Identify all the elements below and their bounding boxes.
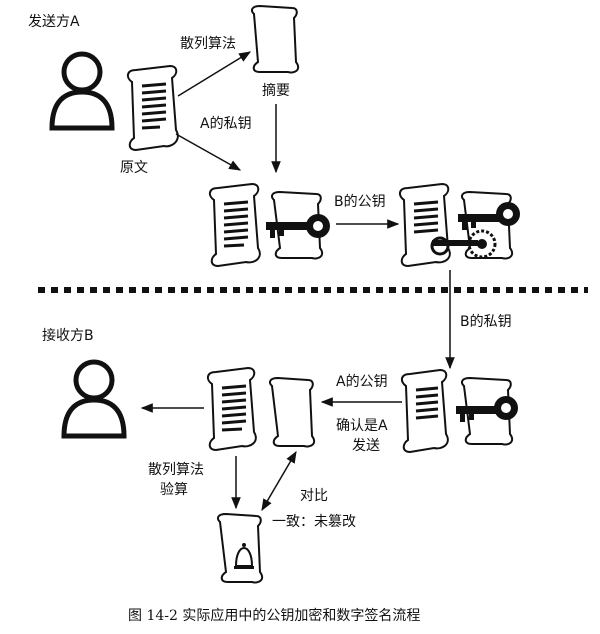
original-document-icon (126, 64, 179, 152)
original-label: 原文 (120, 160, 148, 176)
a-private-key-label: A的私钥 (200, 116, 252, 132)
digest-label: 摘要 (262, 82, 290, 99)
compare-arrow (261, 450, 297, 512)
padlock-icon (430, 229, 497, 259)
a-public-key-icon (456, 396, 518, 422)
hash-arrow (177, 51, 252, 97)
bell-icon (234, 543, 254, 569)
hash-top-label: 散列算法 (180, 36, 236, 52)
compare-label-line1: 对比 (300, 488, 328, 504)
confirm-label-line2: 发送 (352, 438, 380, 454)
original-to-bundle-arrow (175, 133, 242, 171)
receiver-label: 接收方B (42, 327, 94, 344)
sender-label: 发送方A (28, 14, 80, 30)
figure-caption: 图 14-2 实际应用中的公钥加密和数字签名流程 (128, 607, 420, 624)
a-public-key-label: A的公钥 (336, 374, 388, 390)
b-public-key-icon (458, 202, 520, 230)
compare-label-line2: 一致：未篡改 (272, 513, 356, 530)
digest-document-icon (251, 4, 300, 74)
computed-digest-icon (217, 512, 264, 584)
hash-bottom-label-line1: 散列算法 (148, 462, 204, 478)
b-private-key-label: B的私钥 (460, 314, 512, 330)
recovered-bundle-icon (206, 366, 316, 452)
sender-person-icon (49, 51, 115, 131)
confirm-label-line1: 确认是A (336, 418, 388, 434)
signed-bundle-icon (208, 182, 324, 268)
hash-bottom-label-line2: 验算 (160, 482, 188, 498)
a-private-key-icon (266, 214, 330, 238)
encrypted-bundle-icon (398, 182, 514, 268)
b-public-key-label: B的公钥 (334, 194, 386, 210)
receiver-person-icon (61, 359, 127, 439)
